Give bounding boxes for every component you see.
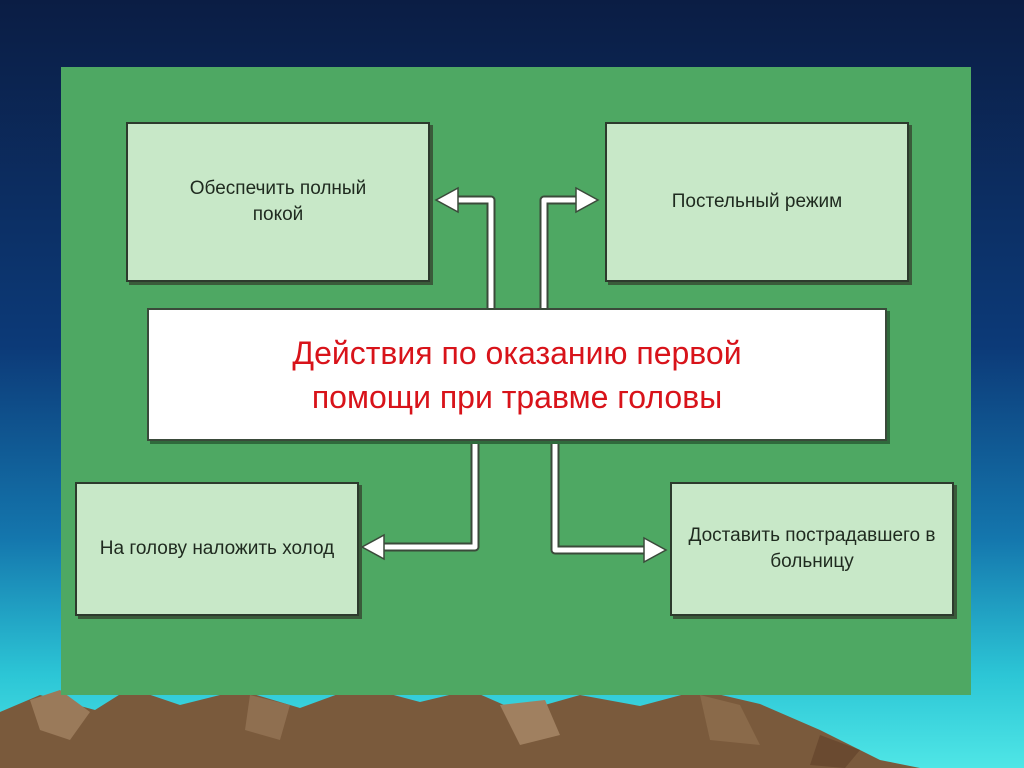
box-full-rest-label: Обеспечить полный покой xyxy=(189,178,367,225)
mountain-range-decoration xyxy=(0,686,920,768)
box-apply-cold: На голову наложить холод xyxy=(75,482,359,616)
arrow-to-top-left xyxy=(434,186,496,308)
central-title: Действия по оказанию первой помощи при т… xyxy=(292,334,742,415)
arrow-to-top-right xyxy=(539,186,600,308)
box-transport-hospital-label: Доставить пострадавшего в больницу xyxy=(688,525,936,572)
box-transport-hospital: Доставить пострадавшего в больницу xyxy=(670,482,954,616)
central-title-box: Действия по оказанию первой помощи при т… xyxy=(147,308,887,441)
box-bed-rest-label: Постельный режим xyxy=(671,191,843,212)
arrow-to-bottom-left xyxy=(360,441,480,561)
arrow-to-bottom-right xyxy=(550,441,668,564)
box-apply-cold-label: На голову наложить холод xyxy=(99,538,335,559)
box-full-rest: Обеспечить полный покой xyxy=(126,122,430,282)
box-bed-rest: Постельный режим xyxy=(605,122,909,282)
